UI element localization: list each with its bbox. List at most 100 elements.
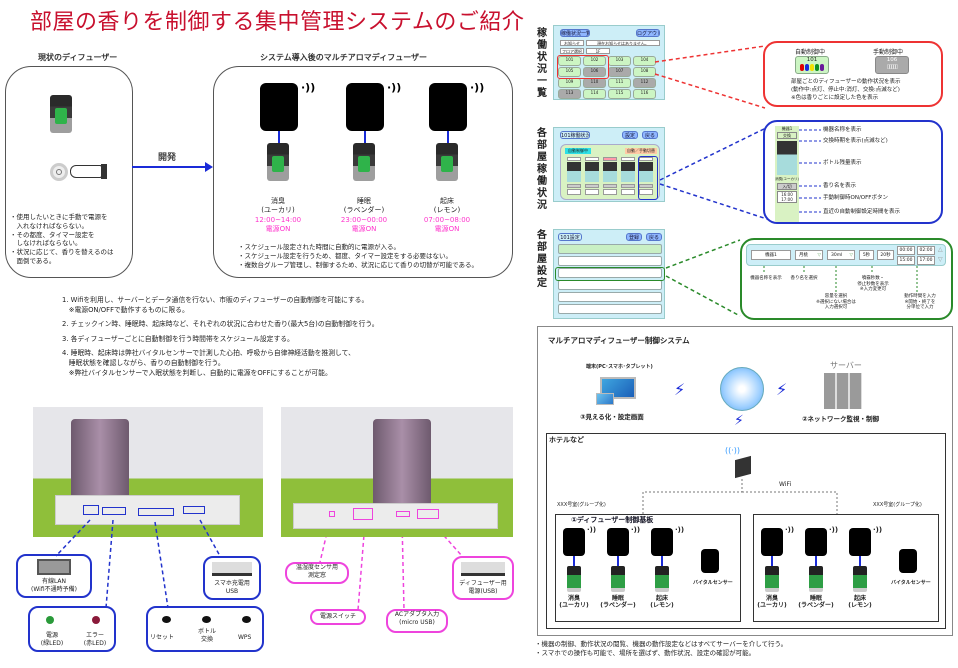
sample-device: 機器1: [781, 126, 793, 131]
lan-port-highlight: [83, 505, 99, 515]
settings-row[interactable]: [558, 268, 662, 278]
callout-text: 温湿度センサ用: [295, 564, 338, 571]
expl-note: 噴霧秒数・ 停止秒数を表示 ※入力変更可: [857, 276, 889, 292]
device-scent: (ユーカリ): [261, 206, 295, 215]
room-tile[interactable]: 106: [583, 67, 606, 77]
screen-leaders: [654, 45, 771, 317]
settings-row[interactable]: [558, 256, 662, 266]
room-tile[interactable]: 113: [558, 89, 581, 99]
settings-button[interactable]: 設定: [622, 131, 638, 139]
start-time-input[interactable]: 00:00: [897, 246, 915, 255]
callout-text: (赤LED): [83, 639, 107, 647]
down-arrow-icon[interactable]: ▽: [938, 256, 943, 263]
register-button[interactable]: 登録: [626, 233, 642, 241]
note: しなければならない。: [10, 239, 82, 248]
controller-icon: [429, 83, 467, 131]
usb-highlight: [183, 506, 205, 514]
up-arrow-icon[interactable]: △: [938, 246, 943, 253]
end-time-input[interactable]: 17:00: [917, 256, 935, 265]
selection-highlight: [557, 55, 609, 79]
floor-select[interactable]: 1F: [586, 48, 610, 54]
feature-sub: ※弊社バイタルセンサーで入眠状態を判断し、自動的に電源をOFFにすることが可能。: [62, 368, 332, 377]
status-tab[interactable]: 101稼働状況: [560, 131, 590, 139]
wifi-label: WiFi: [779, 481, 792, 488]
mode-switch[interactable]: 自動／手動切替: [625, 148, 657, 154]
diffuser-icon: [436, 143, 458, 181]
volume-value: 30ml: [831, 253, 843, 258]
list-tab[interactable]: 稼働状況一覧: [560, 29, 590, 37]
switch-callout: 電源スイッチ: [310, 609, 366, 625]
room-tile[interactable]: 116: [633, 89, 656, 99]
callout-text: 電源: [45, 632, 58, 639]
network-label: ②ネットワーク監視・制御: [802, 415, 880, 423]
device-power: 電源ON: [351, 225, 377, 234]
device-name: 睡眠: [809, 595, 822, 602]
led-row: [796, 64, 828, 71]
note: ・機器の制御、動作状況の閲覧、機器の動作設定などはすべてサーバーを介して行う。: [535, 640, 788, 648]
device-label: 睡眠(ラベンダー): [597, 595, 639, 609]
settings-row[interactable]: [558, 292, 662, 302]
wifi-icon: ·)): [873, 526, 883, 534]
buttons-callout: リセット ボトル 交換 WPS: [146, 606, 264, 652]
room-tile[interactable]: 102: [583, 56, 606, 66]
vertical-title: 稼働状況一覧: [537, 28, 547, 99]
arrow-label: 開発: [158, 153, 177, 163]
room-tile[interactable]: 112: [633, 78, 656, 88]
controller-icon: [607, 528, 629, 556]
bottle-row: [565, 157, 659, 199]
settings-row[interactable]: [558, 304, 662, 314]
device-name: 起床: [440, 197, 454, 205]
diffuser-icon: [50, 95, 72, 133]
control-board: [55, 495, 240, 525]
callout-text: (micro USB): [399, 618, 435, 626]
device-power: 電源ON: [434, 225, 460, 234]
device-scent: (レモン): [848, 602, 872, 610]
led-off-row: ▯▯▯▯▯: [886, 64, 898, 70]
diffuser-icon: [765, 566, 779, 592]
end-time-input[interactable]: 02:00: [917, 246, 935, 255]
device-label: 起床(レモン): [641, 595, 683, 609]
expl-line: ボトル残量表示: [823, 160, 862, 166]
room-tile[interactable]: 108: [633, 67, 656, 77]
device-name: 消臭: [271, 197, 285, 205]
spray-seconds-input[interactable]: 5秒: [859, 250, 874, 260]
expl-line: 直近の自動制御設定時間を表示: [823, 209, 901, 215]
note: ・使用したいときに手動で電源を: [10, 213, 108, 221]
device-scent: (ラベンダー): [798, 602, 834, 610]
floor-label: フロア選択: [560, 48, 584, 54]
start-time-input[interactable]: 15:00: [897, 256, 915, 265]
back-button[interactable]: 戻る: [646, 233, 662, 241]
settings-tab[interactable]: 101設定: [558, 233, 582, 241]
room-number: 106: [886, 57, 898, 63]
wifi-icon: ·)): [301, 81, 316, 94]
room-tile[interactable]: 114: [583, 89, 606, 99]
callout-text: ボトル 交換: [197, 628, 216, 643]
led-icon: [815, 64, 819, 71]
feature-item: 4. 睡眠時、起床時は弊社バイタルセンサーで計測した心拍、呼吸から自律神経活動を…: [62, 349, 355, 358]
group-label: XXX号室(グループ化): [557, 502, 606, 508]
arrow-head-icon: [205, 162, 213, 172]
device-name: 睡眠: [611, 595, 624, 602]
room-tile[interactable]: 111: [608, 78, 631, 88]
controller-icon: [260, 83, 298, 131]
diffuser-icon: [267, 143, 289, 181]
lan-callout: 有線LAN (Wifi不通時予備): [16, 554, 92, 598]
device-label: 消臭 (ユーカリ) 12:00~14:00 電源ON: [250, 197, 306, 235]
room-tile[interactable]: 104: [633, 56, 656, 66]
volume-select[interactable]: 30ml▽: [827, 250, 855, 260]
time: 17:00: [781, 197, 793, 202]
wifi-signal-icon: ((·)): [725, 446, 741, 455]
settings-row[interactable]: [558, 244, 662, 254]
scent-select[interactable]: 月桃▽: [795, 250, 823, 260]
onoff-button[interactable]: 入/切: [777, 183, 797, 190]
callout-text: 電源(USB): [468, 587, 498, 595]
logout-button[interactable]: ログアウト: [636, 29, 660, 37]
room-tile[interactable]: 101: [558, 56, 581, 66]
back-button[interactable]: 戻る: [642, 131, 658, 139]
list-screen: 稼働状況一覧 ログアウト お知らせ 現在お知らせはありません。 フロア選択 1F…: [553, 25, 665, 100]
room-tile[interactable]: 115: [608, 89, 631, 99]
room-tile[interactable]: 105: [558, 67, 581, 77]
diffuser-icon: [353, 143, 375, 181]
stop-seconds-input[interactable]: 20秒: [877, 250, 894, 260]
